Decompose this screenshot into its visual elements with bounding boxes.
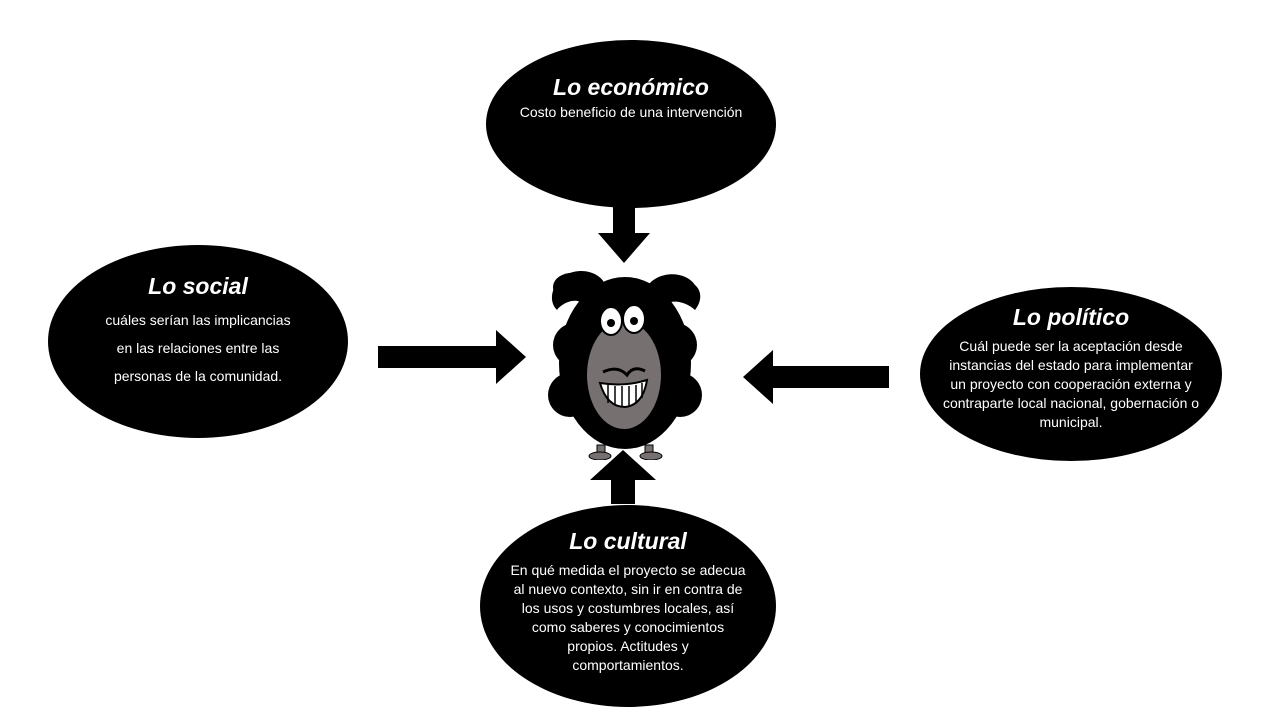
cultural-text-5: propios. Actitudes y (567, 637, 689, 654)
politico-text-1: Cuál puede ser la aceptación desde (959, 338, 1183, 354)
social-title: Lo social (148, 273, 248, 299)
cultural-text-3: los usos y costumbres locales, así (521, 599, 735, 616)
arrow-right-icon (378, 330, 526, 384)
economico-title: Lo económico (553, 74, 709, 100)
cultural-title: Lo cultural (569, 527, 687, 554)
cultural-text-2: al nuevo contexto, sin ir en contra de (513, 580, 743, 597)
cultural-text-1: En qué medida el proyecto se adecua (510, 561, 746, 578)
cultural-text-6: comportamientos. (572, 656, 684, 673)
politico-text-4: contraparte local nacional, gobernación … (942, 395, 1200, 411)
arrow-down-icon (598, 205, 650, 263)
politico-text-3: un proyecto con cooperación externa y (950, 376, 1192, 392)
economico-ellipse: Lo económico Costo beneficio de una inte… (486, 40, 776, 208)
black-sheep-icon (548, 270, 702, 460)
social-text-2: en las relaciones entre las (116, 340, 280, 356)
politico-text-5: municipal. (1039, 414, 1103, 430)
social-ellipse: Lo social cuáles serían las implicancias… (48, 245, 348, 438)
politico-title: Lo político (1012, 304, 1130, 330)
arrow-up-icon (590, 450, 656, 504)
economico-text: Costo beneficio de una intervención (519, 104, 743, 120)
arrow-left-icon (743, 350, 889, 404)
politico-text-2: instancias del estado para implementar (949, 357, 1193, 373)
politico-ellipse: Lo político Cuál puede ser la aceptación… (920, 287, 1222, 461)
cultural-text-4: como saberes y conocimientos (531, 618, 725, 635)
cultural-ellipse: Lo cultural En qué medida el proyecto se… (480, 505, 776, 707)
social-text-1: cuáles serían las implicancias (105, 312, 291, 328)
social-text-3: personas de la comunidad. (113, 368, 283, 384)
